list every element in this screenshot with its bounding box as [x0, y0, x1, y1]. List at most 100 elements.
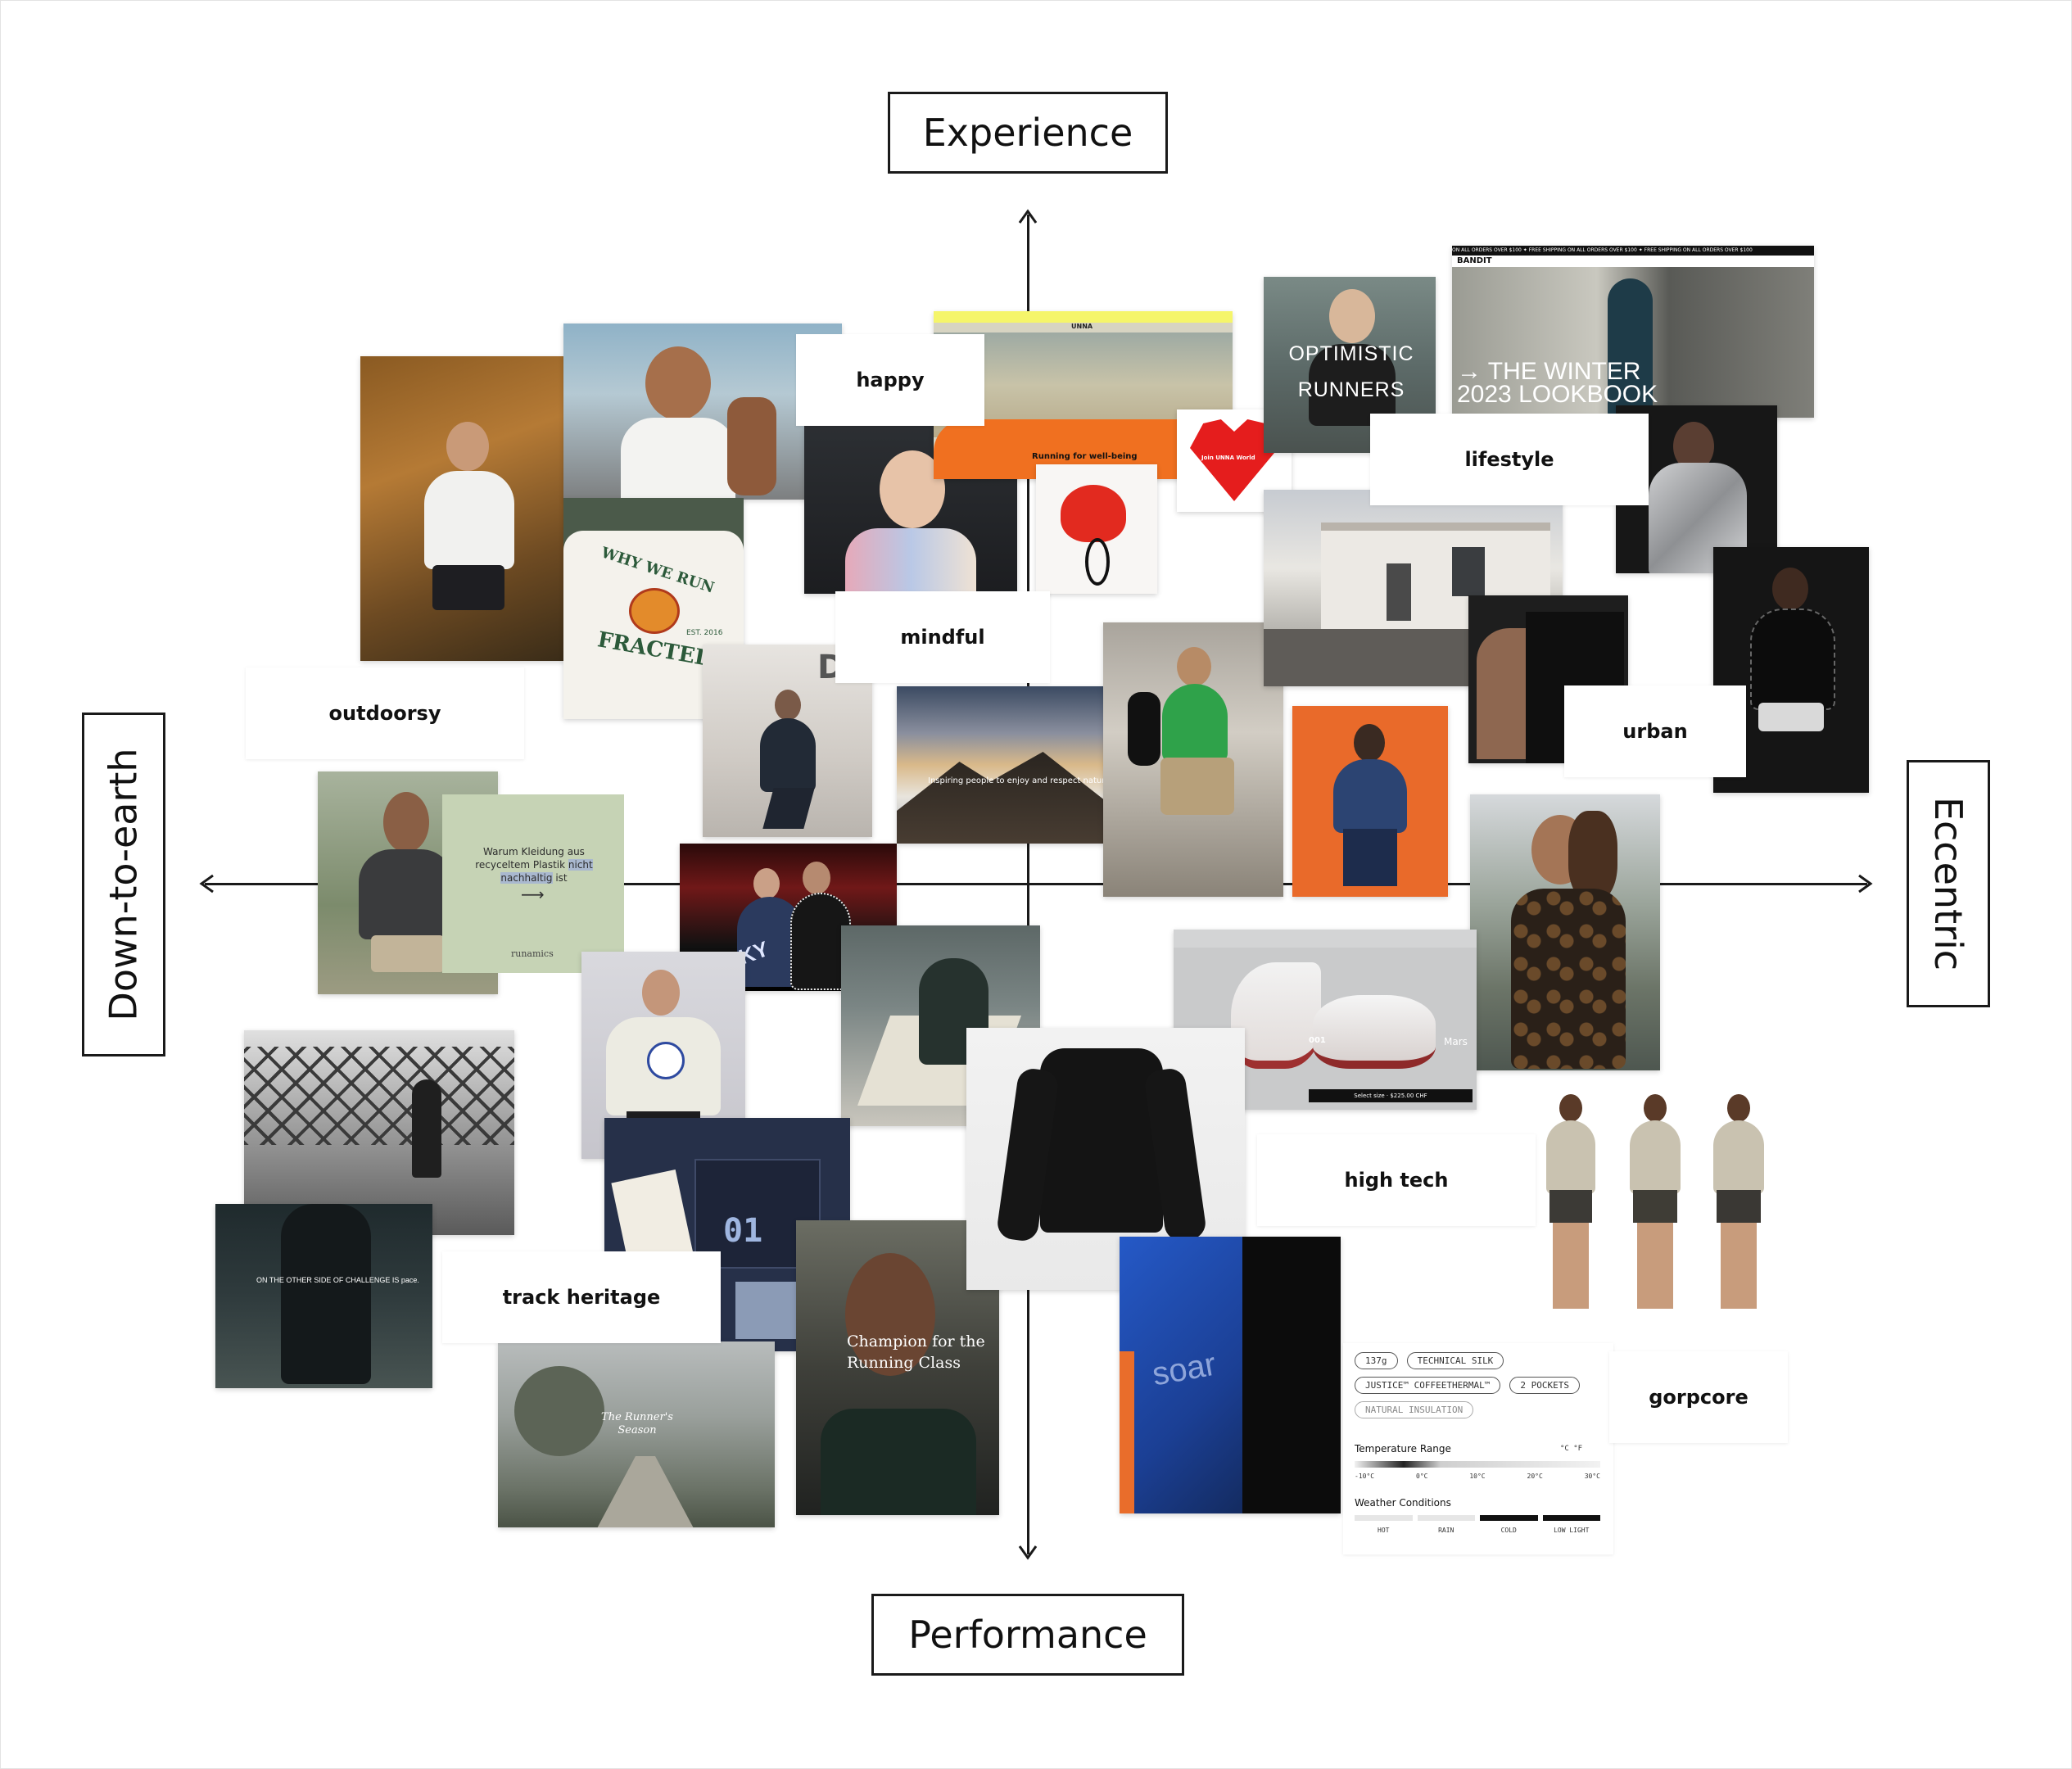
runner-head-cap [775, 690, 801, 721]
runner-man-head [803, 862, 830, 894]
tag-track-heritage-text: track heritage [502, 1286, 661, 1309]
photo-bridge-runner [244, 1030, 514, 1235]
runner-bald-head [1329, 289, 1375, 343]
spec-chip: 2 POCKETS [1509, 1377, 1581, 1394]
runamics-arrow-icon: ⟶ [521, 884, 545, 904]
model-3-shirt [1713, 1120, 1764, 1194]
temp-range-bar [1355, 1461, 1600, 1468]
runner-tank-top [621, 418, 735, 500]
spec-chip: JUSTICE™ COFFEETHERMAL™ [1355, 1377, 1501, 1394]
card-runners-season: The Runner's Season [498, 1341, 775, 1527]
weather-bar-low-light [1542, 1515, 1600, 1521]
on-nav [1174, 930, 1477, 948]
champion-singlet [821, 1409, 976, 1515]
weather-label: LOW LIGHT [1554, 1527, 1590, 1534]
spec-chips-row-3: NATURAL INSULATION [1355, 1400, 1608, 1425]
axis-label-eccentric-text: Eccentric [1926, 796, 1970, 971]
runner-arm-sleeves [1128, 692, 1160, 766]
model-3-shorts [1717, 1190, 1761, 1223]
spec-chips-row-2: JUSTICE™ COFFEETHERMAL™ 2 POCKETS [1355, 1376, 1608, 1400]
temp-unit-toggle[interactable]: °C °F [1560, 1445, 1583, 1453]
runner-tan-shorts [1160, 758, 1234, 815]
axis-label-performance-text: Performance [908, 1613, 1147, 1657]
red-flower-icon [1061, 485, 1126, 542]
tag-high-tech: high tech [1257, 1134, 1536, 1226]
card-champion-running-class: Champion for the Running Class [796, 1220, 999, 1515]
tag-urban-text: urban [1622, 720, 1688, 743]
temp-tick: 10°C [1469, 1473, 1486, 1480]
runner-face [645, 346, 711, 420]
model-1-legs [1553, 1223, 1589, 1309]
model-1-head [1559, 1094, 1582, 1122]
model-3-head [1727, 1094, 1750, 1122]
weather-title: Weather Conditions [1355, 1497, 1451, 1509]
soar-dark-panel [1242, 1237, 1341, 1513]
weather-bars [1355, 1515, 1600, 1521]
temp-tick: 0°C [1416, 1473, 1428, 1480]
tag-urban: urban [1564, 685, 1746, 777]
inspiring-text: Inspiring people to enjoy and respect na… [928, 776, 1106, 785]
tag-mindful-text: mindful [900, 626, 985, 649]
champion-face [845, 1253, 935, 1376]
card-fractel-shirt: WHY WE RUN FRACTEL EST. 2016 [563, 498, 744, 719]
fractel-flower-icon [629, 588, 680, 634]
sweatshirt-crest-icon [647, 1042, 685, 1079]
model-3-legs [1721, 1223, 1757, 1309]
unna-join-text: Join UNNA World [1201, 455, 1255, 461]
pace-runner-silhouette [281, 1204, 371, 1384]
runner-head [446, 422, 489, 471]
runner-shorts [432, 565, 504, 610]
woman-leopard-top [1511, 889, 1626, 1069]
photo-woman-river [1470, 794, 1660, 1070]
card-runamics-quote: Warum Kleidung aus recyceltem Plastik ni… [442, 794, 624, 973]
axis-label-experience: Experience [888, 92, 1168, 174]
runner-green-tank [1162, 684, 1228, 762]
card-product-specs: 137g TECHNICAL SILK JUSTICE™ COFFEETHERM… [1343, 1343, 1613, 1554]
runner-man-jacket [790, 893, 851, 990]
bandit-nav [1452, 256, 1814, 267]
on-shoe-right [1313, 995, 1436, 1069]
axis-label-experience-text: Experience [922, 111, 1133, 155]
on-select-button[interactable]: Select size · $225.00 CHF [1309, 1089, 1473, 1102]
photo-mountain-inspiring: Inspiring people to enjoy and respect na… [897, 686, 1106, 844]
photo-three-models [1533, 1079, 1789, 1323]
unna-logo-text: UNNA [1071, 323, 1093, 330]
girl-shirt [845, 528, 976, 594]
temp-title: Temperature Range [1355, 1443, 1451, 1455]
spec-chips-row-1: 137g TECHNICAL SILK [1355, 1351, 1608, 1376]
bandit-logo: BANDIT [1457, 256, 1492, 265]
runamics-text-main: Warum Kleidung aus recyceltem Plastik [475, 846, 585, 871]
runamics-text-suffix: ist [555, 872, 568, 884]
runner-black-top [1309, 344, 1396, 426]
tag-gorpcore: gorpcore [1609, 1351, 1788, 1443]
tag-high-tech-text: high tech [1344, 1169, 1449, 1192]
tag-outdoorsy-text: outdoorsy [328, 702, 441, 725]
mountain-peak [897, 752, 1106, 844]
tag-mindful: mindful [835, 591, 1050, 683]
temp-tick: 20°C [1527, 1473, 1543, 1480]
jacket-body [1040, 1048, 1163, 1233]
tag-gorpcore-text: gorpcore [1649, 1386, 1749, 1409]
weather-bar-cold [1480, 1515, 1538, 1521]
weather-bar-rain [1417, 1515, 1475, 1521]
temp-tick: -10°C [1355, 1473, 1375, 1480]
pace-text: ON THE OTHER SIDE OF CHALLENGE IS pace. [256, 1276, 419, 1284]
model-2-shorts [1633, 1190, 1677, 1223]
tag-track-heritage: track heritage [442, 1251, 721, 1343]
weather-label: HOT [1378, 1527, 1390, 1534]
runner-head-sunglasses [1177, 647, 1211, 686]
runamics-text: Warum Kleidung aus recyceltem Plastik ni… [460, 845, 608, 884]
photo-green-tank-runner [1103, 622, 1283, 897]
photo-trail-runner-autumn [360, 356, 565, 661]
tag-outdoorsy: outdoorsy [246, 667, 524, 759]
axis-label-down-to-earth-text: Down-to-earth [102, 748, 147, 1021]
runamics-logo: runamics [511, 948, 554, 959]
card-pace-dark: ON THE OTHER SIDE OF CHALLENGE IS pace. [215, 1204, 432, 1388]
bridge-runner-figure [412, 1079, 441, 1178]
temp-tick: 30°C [1584, 1473, 1600, 1480]
spec-chip: 137g [1355, 1352, 1398, 1369]
photo-orange-backdrop-model [1292, 706, 1448, 897]
temp-scale: -10°C 0°C 10°C 20°C 30°C [1355, 1473, 1600, 1480]
model-white-shorts [1758, 703, 1824, 731]
spec-chip: NATURAL INSULATION [1355, 1401, 1474, 1418]
